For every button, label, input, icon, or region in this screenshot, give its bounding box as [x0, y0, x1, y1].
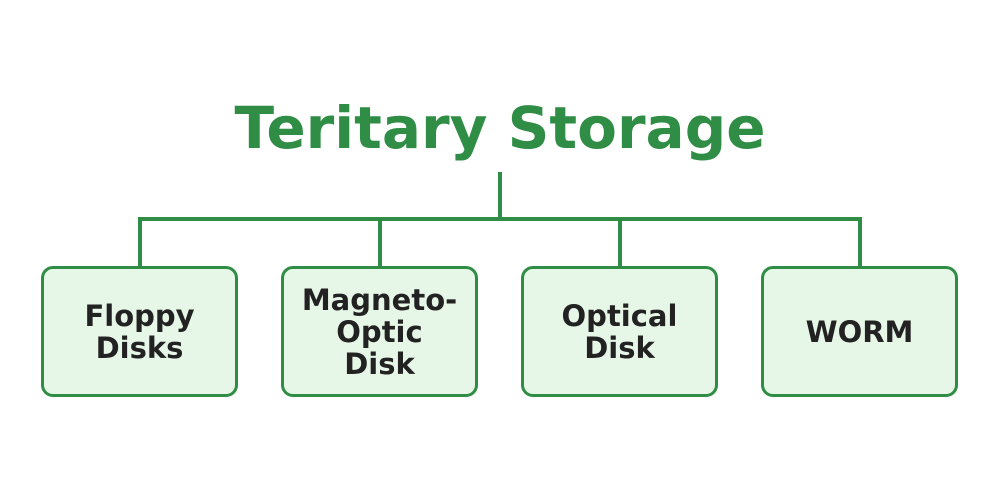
diagram-title: Teritary Storage [234, 94, 766, 162]
node-label: WORM [805, 314, 914, 349]
node-label: Magneto- Optic Disk [301, 282, 458, 381]
node-worm: WORM [761, 266, 958, 397]
node-label: Optical Disk [561, 298, 678, 365]
node-floppy-disks: Floppy Disks [41, 266, 238, 397]
node-magneto-optic-disk: Magneto- Optic Disk [281, 266, 478, 397]
node-optical-disk: Optical Disk [521, 266, 718, 397]
node-label: Floppy Disks [84, 298, 195, 365]
